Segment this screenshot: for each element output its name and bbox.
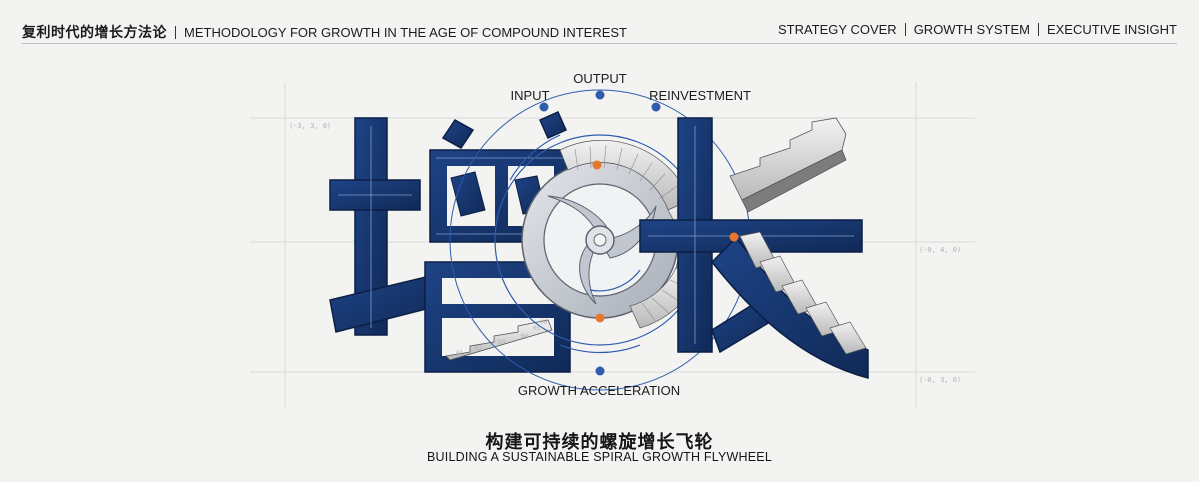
header-nav: STRATEGY COVER GROWTH SYSTEM EXECUTIVE I…	[778, 22, 1177, 37]
staircase-upper-right	[729, 117, 847, 213]
coord-label: (-0, 3, 0)	[919, 376, 961, 384]
caption-zh: 构建可持续的螺旋增长飞轮	[485, 432, 714, 452]
step-number: 04	[521, 333, 529, 340]
flywheel-gear	[449, 89, 751, 391]
nav-strategy-cover[interactable]: STRATEGY COVER	[777, 22, 897, 37]
accent-node	[729, 232, 739, 242]
step-number: 01	[456, 350, 464, 357]
coord-label: (-0, 4, 0)	[919, 246, 961, 254]
coord-label: (-3, 3, 0)	[289, 122, 331, 130]
step-number: 05	[533, 325, 541, 332]
nav-executive-insight[interactable]: EXECUTIVE INSIGHT	[1046, 22, 1177, 37]
caption-en: BUILDING A SUSTAINABLE SPIRAL GROWTH FLY…	[427, 450, 772, 464]
divider	[904, 23, 906, 36]
divider	[1037, 23, 1039, 36]
growth-node	[595, 366, 605, 376]
staircase-small: 01 02 03 04 05 06	[445, 319, 553, 361]
title-zh: 复利时代的增长方法论	[22, 24, 167, 40]
flywheel-nodes	[539, 90, 739, 376]
header-title: 复利时代的增长方法论 METHODOLOGY FOR GROWTH IN THE…	[22, 22, 627, 42]
accent-node	[592, 160, 602, 170]
flow-arrows	[509, 134, 641, 354]
label-reinvestment: REINVESTMENT	[649, 88, 751, 103]
output-node	[595, 90, 605, 100]
accent-node	[595, 313, 605, 323]
staircase-lower-right	[739, 231, 867, 355]
step-number: 03	[498, 339, 506, 346]
input-node	[539, 102, 549, 112]
title-en: METHODOLOGY FOR GROWTH IN THE AGE OF COM…	[184, 24, 627, 40]
reinvestment-node	[651, 102, 661, 112]
header-bar: 复利时代的增长方法论 METHODOLOGY FOR GROWTH IN THE…	[22, 0, 1177, 44]
step-number: 02	[475, 345, 483, 352]
label-growth-acceleration: GROWTH ACCELERATION	[518, 383, 680, 398]
label-output: OUTPUT	[573, 71, 627, 86]
nav-growth-system[interactable]: GROWTH SYSTEM	[913, 22, 1030, 37]
step-number: 06	[540, 319, 548, 326]
divider	[175, 25, 176, 39]
char-chang	[639, 117, 869, 379]
label-input: INPUT	[511, 88, 550, 103]
